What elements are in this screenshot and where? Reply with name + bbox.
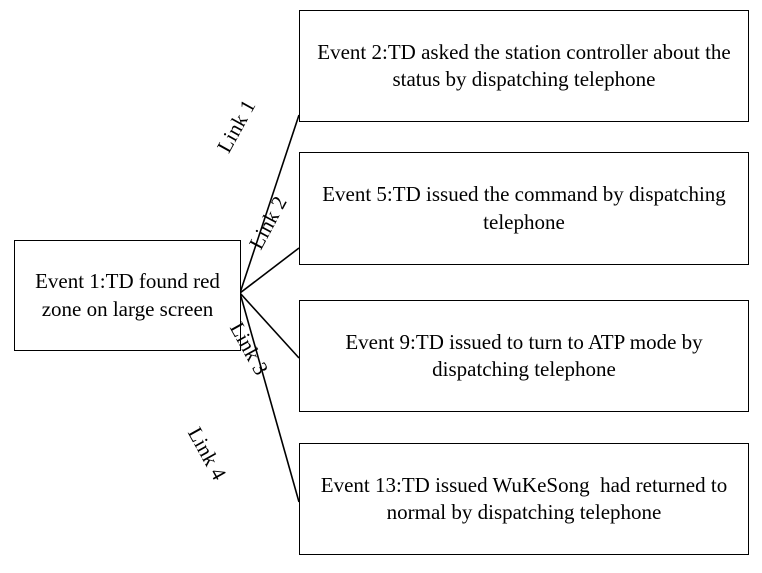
target-node-event-2[interactable]: Event 2:TD asked the station controller …	[299, 10, 749, 122]
edge-line-link-1[interactable]	[239, 114, 300, 294]
target-node-label: Event 2:TD asked the station controller …	[317, 39, 736, 91]
target-node-label: Event 5:TD issued the command by dispatc…	[322, 182, 732, 234]
source-node-label: Event 1:TD found red zone on large scree…	[35, 269, 226, 321]
target-node-label: Event 13:TD issued WuKeSong had returned…	[320, 472, 733, 524]
target-node-event-9[interactable]: Event 9:TD issued to turn to ATP mode by…	[299, 300, 749, 412]
edge-line-link-4[interactable]	[239, 292, 300, 503]
target-node-label: Event 9:TD issued to turn to ATP mode by…	[345, 329, 708, 381]
source-node-event-1[interactable]: Event 1:TD found red zone on large scree…	[14, 240, 241, 351]
target-node-event-5[interactable]: Event 5:TD issued the command by dispatc…	[299, 152, 749, 265]
target-node-event-13[interactable]: Event 13:TD issued WuKeSong had returned…	[299, 443, 749, 555]
edge-line-link-2[interactable]	[239, 247, 300, 294]
edge-line-link-3[interactable]	[239, 292, 300, 359]
